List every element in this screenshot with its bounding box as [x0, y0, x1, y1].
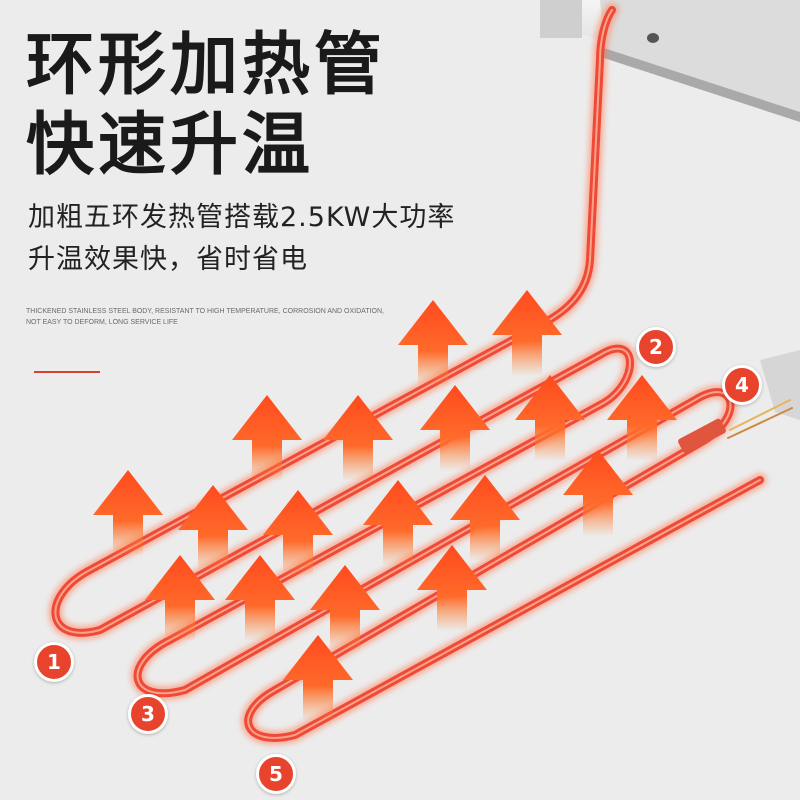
power-lead: [729, 399, 791, 431]
heat-arrow-icon: [263, 490, 333, 575]
badge-5: 5: [256, 754, 296, 794]
heat-arrow-icon: [417, 545, 487, 630]
english-note: THICKENED STAINLESS STEEL BODY, RESISTAN…: [26, 306, 426, 328]
badge-1: 1: [34, 642, 74, 682]
heating-tube: [48, 3, 793, 745]
heat-arrow-icon: [492, 290, 562, 375]
headline-line-1: 环形加热管: [26, 26, 387, 105]
heat-arrow-icon: [93, 470, 163, 555]
heat-arrow-icon: [398, 300, 468, 385]
description-line-1: 加粗五环发热管搭载2.5KW大功率: [28, 202, 456, 233]
heat-arrow-icon: [323, 395, 393, 480]
heat-arrow-icon: [178, 485, 248, 570]
heat-arrow-icon: [232, 395, 302, 480]
badge-4: 4: [722, 365, 762, 405]
heat-arrows: [93, 290, 677, 720]
english-note-line-1: THICKENED STAINLESS STEEL BODY, RESISTAN…: [26, 308, 384, 315]
tube-terminal: [678, 418, 726, 454]
accent-line: [34, 371, 100, 373]
heat-arrow-icon: [515, 375, 585, 460]
heat-arrow-icon: [607, 375, 677, 460]
badge-2: 2: [636, 327, 676, 367]
description-line-2: 升温效果快，省时省电: [28, 244, 308, 275]
english-note-line-2: NOT EASY TO DEFORM, LONG SERVICE LIFE: [26, 319, 178, 326]
heat-arrow-icon: [363, 480, 433, 565]
heat-arrow-icon: [310, 565, 380, 650]
headline-line-2: 快速升温: [26, 106, 315, 185]
heat-arrow-icon: [420, 385, 490, 470]
heat-arrow-icon: [450, 475, 520, 560]
heat-arrow-icon: [145, 555, 215, 640]
heat-arrow-icon: [225, 555, 295, 640]
badge-3: 3: [128, 694, 168, 734]
heat-arrow-icon: [283, 635, 353, 720]
heat-arrow-icon: [563, 450, 633, 535]
